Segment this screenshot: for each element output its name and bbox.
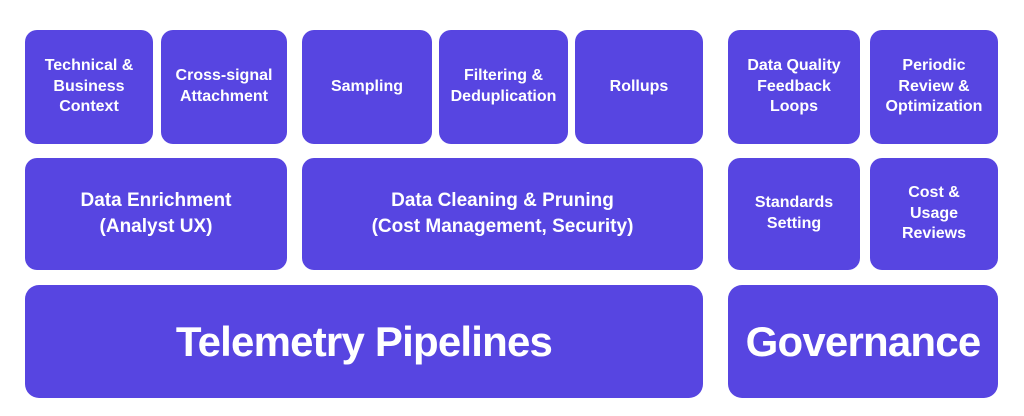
group-title-governance: Governance — [728, 285, 998, 398]
box-cross-signal-attachment: Cross-signal Attachment — [161, 30, 287, 144]
group-title-label: Telemetry Pipelines — [175, 317, 553, 365]
box-label: Technical & Business Context — [44, 56, 134, 116]
box-label: Cross-signal Attachment — [175, 67, 273, 105]
box-filtering-deduplication: Filtering & Deduplication — [439, 30, 568, 144]
box-label: Cost & Usage Reviews — [901, 183, 967, 243]
box-data-cleaning-pruning: Data Cleaning & Pruning (Cost Management… — [302, 158, 703, 270]
box-cost-usage-reviews: Cost & Usage Reviews — [870, 158, 998, 270]
box-label: Filtering & Deduplication — [450, 67, 557, 105]
box-periodic-review-optimization: Periodic Review & Optimization — [870, 30, 998, 144]
box-label: Data Cleaning & Pruning (Cost Management… — [371, 190, 634, 237]
box-label: Periodic Review & Optimization — [885, 56, 983, 116]
box-label: Data Quality Feedback Loops — [747, 56, 841, 116]
box-sampling: Sampling — [302, 30, 432, 144]
box-standards-setting: Standards Setting — [728, 158, 860, 270]
box-label: Sampling — [330, 77, 403, 95]
group-title-label: Governance — [745, 317, 982, 365]
box-data-quality-feedback-loops: Data Quality Feedback Loops — [728, 30, 860, 144]
group-title-telemetry-pipelines: Telemetry Pipelines — [25, 285, 703, 398]
box-technical-business-context: Technical & Business Context — [25, 30, 153, 144]
box-label: Data Enrichment (Analyst UX) — [80, 190, 232, 237]
box-label: Standards Setting — [754, 194, 834, 232]
box-label: Rollups — [609, 77, 669, 95]
box-rollups: Rollups — [575, 30, 703, 144]
box-data-enrichment-analyst-ux: Data Enrichment (Analyst UX) — [25, 158, 287, 270]
